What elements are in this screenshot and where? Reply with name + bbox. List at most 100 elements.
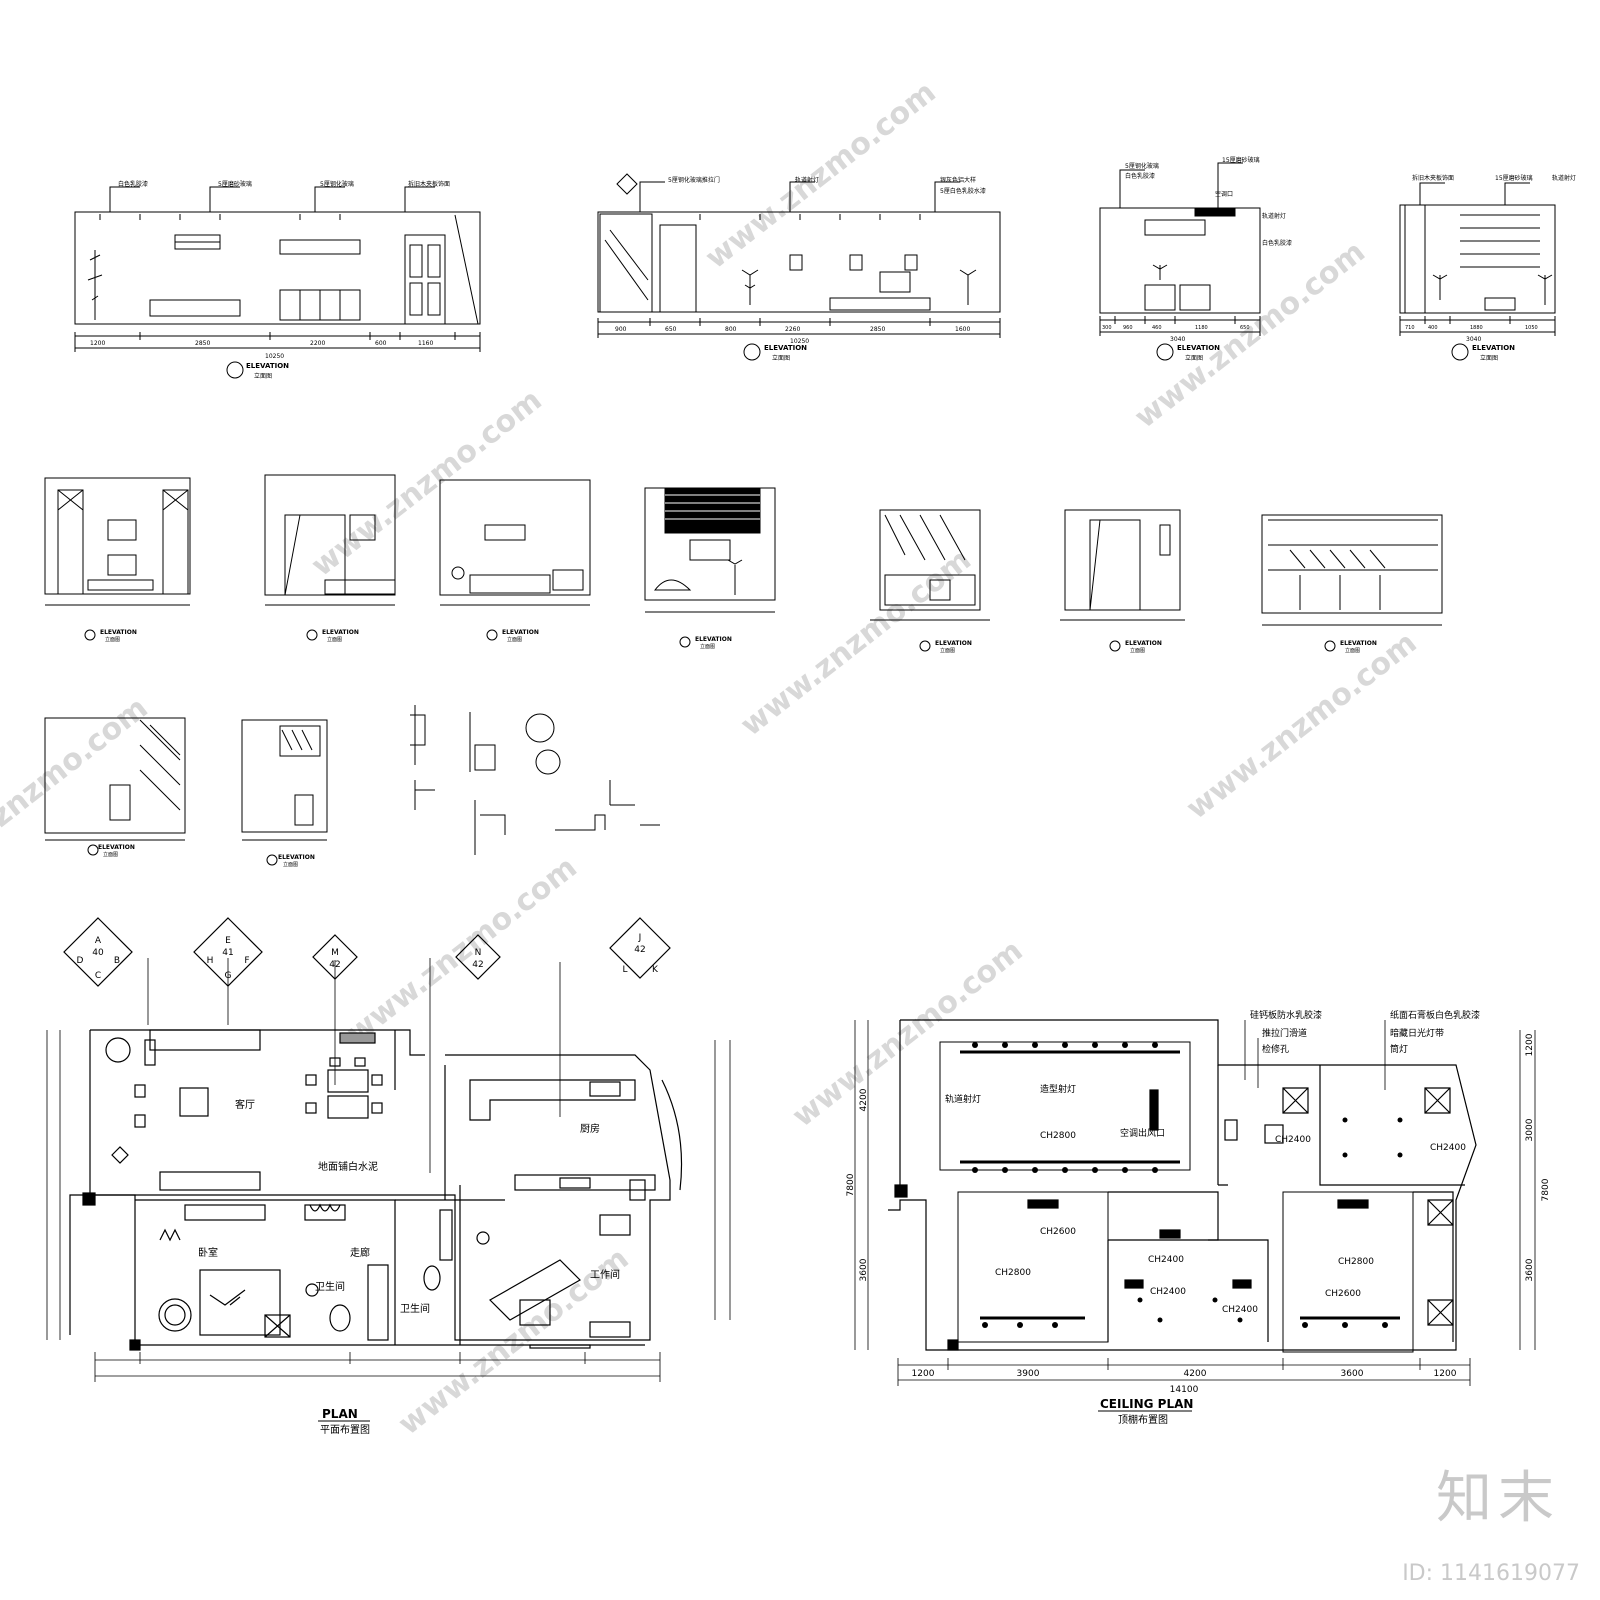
room-label-living: 客厅 xyxy=(235,1098,255,1111)
callout-label: 白色乳胶漆 xyxy=(1125,172,1155,180)
dimension-label: 4200 xyxy=(1184,1369,1207,1379)
room-label-corridor: 走廊 xyxy=(350,1246,370,1259)
dimension-label: 1200 xyxy=(90,340,105,347)
dimension-label: 460 xyxy=(1152,325,1162,331)
callout-label: 5厘钢化玻璃推拉门 xyxy=(668,176,720,184)
elevation-caption: ELEVATION xyxy=(695,636,732,643)
elevation-caption: ELEVATION xyxy=(322,629,359,636)
dimension-label: 960 xyxy=(1123,325,1133,331)
elevation-2 xyxy=(597,173,1001,361)
plan-room-labels: 客厅 地面铺白水泥 厨房 卧室 走廊 卫生间 卫生间 工作间 xyxy=(198,1098,620,1315)
elevation-caption-cn: 立面图 xyxy=(103,851,118,858)
ceiling-downlights xyxy=(972,1042,1403,1328)
elevation-caption: ELEVATION xyxy=(764,344,807,352)
ceiling-room-labels: 轨道射灯 造型射灯 空调出风口 CH2800 CH2400 CH2400 CH2… xyxy=(945,1083,1466,1315)
ceiling-label: 造型射灯 xyxy=(1040,1083,1076,1095)
callout-label: 白色乳胶漆 xyxy=(1262,239,1292,247)
elevation-caption: ELEVATION xyxy=(1177,344,1220,352)
elevation-4 xyxy=(1399,182,1556,361)
elevation-2-labels: 5厘钢化玻璃推拉门 轨道射灯 银灰色铝大样 5厘白色乳胶水漆 900 650 8… xyxy=(615,176,986,362)
ceiling-callout: 检修孔 xyxy=(1262,1043,1289,1055)
kitchen-elevation-captions: ELEVATION 立面图 ELEVATION 立面图 ELEVATION 立面… xyxy=(935,640,1377,654)
callout-label: 银灰色铝大样 xyxy=(940,176,976,184)
elevation-row-2-captions: ELEVATION 立面图 ELEVATION 立面图 ELEVATION 立面… xyxy=(100,629,732,650)
callout-label: 15厘磨砂玻璃 xyxy=(1495,174,1533,182)
dimension-label: 3600 xyxy=(1341,1369,1364,1379)
dimension-label: 2200 xyxy=(310,340,325,347)
image-id: ID: 1141619077 xyxy=(1402,1561,1580,1586)
callout-label: 5厘磨砂玻璃 xyxy=(218,180,252,188)
dimension-label: 400 xyxy=(1428,325,1438,331)
dimension-label: 2850 xyxy=(870,326,885,333)
elevation-caption-cn: 立面图 xyxy=(1130,647,1145,654)
dimension-label: 900 xyxy=(615,326,627,333)
dimension-total: 3040 xyxy=(1466,336,1481,343)
callout-label: 拆旧木夹板饰面 xyxy=(1412,174,1454,182)
ceiling-label: CH2800 xyxy=(995,1268,1031,1278)
watermark-text: www.znzmo.com xyxy=(305,383,549,584)
elevation-1-labels: 白色乳胶漆 5厘磨砂玻璃 5厘钢化玻璃 拆旧木夹板饰面 1200 2850 22… xyxy=(90,180,450,380)
elevation-caption-cn: 立面图 xyxy=(1345,647,1360,654)
ceiling-label: 轨道射灯 xyxy=(945,1093,981,1105)
callout-label: 5厘白色乳胶水漆 xyxy=(940,187,986,195)
index-letter: C xyxy=(95,971,101,981)
elevation-3-labels: 5厘钢化玻璃 白色乳胶漆 15厘磨砂玻璃 轨道射灯 白色乳胶漆 空调口 300 … xyxy=(1102,156,1292,362)
watermark-layer: www.znzmo.com www.znzmo.com www.znzmo.co… xyxy=(0,75,1424,1442)
room-label-study: 工作间 xyxy=(590,1268,620,1281)
room-label-bathroom-2: 卫生间 xyxy=(400,1302,430,1315)
bathroom-elevations-and-details xyxy=(44,705,660,866)
dimension-label: 1200 xyxy=(1434,1369,1457,1379)
dimension-label: 300 xyxy=(1102,325,1112,331)
ceiling-callout: 暗藏日光灯带 xyxy=(1390,1027,1444,1039)
elevation-3 xyxy=(1099,162,1261,361)
room-label-bathroom: 卫生间 xyxy=(315,1280,345,1293)
plan-title-en: PLAN xyxy=(322,1407,358,1421)
callout-label: 轨道射灯 xyxy=(1262,212,1286,220)
ceiling-plan-title: CEILING PLAN 顶棚布置图 xyxy=(1098,1397,1193,1426)
callout-label: 5厘钢化玻璃 xyxy=(320,180,354,188)
elevation-caption-cn: 立面图 xyxy=(1480,354,1498,362)
dimension-label: 3600 xyxy=(859,1258,869,1281)
callout-label: 轨道射灯 xyxy=(795,176,819,184)
watermark-text: www.znzmo.com xyxy=(1180,625,1424,826)
ceiling-label: CH2800 xyxy=(1338,1257,1374,1267)
ceiling-label: CH2600 xyxy=(1325,1289,1361,1299)
index-letter: G xyxy=(225,971,232,981)
dimension-label: 4200 xyxy=(859,1088,869,1111)
index-number: 42 xyxy=(634,945,645,955)
watermark-text: www.znzmo.com xyxy=(0,690,155,891)
ceiling-label: CH2400 xyxy=(1150,1287,1186,1297)
dimension-label: 1180 xyxy=(1195,325,1208,331)
elevation-caption-cn: 立面图 xyxy=(327,636,342,643)
callout-label: 白色乳胶漆 xyxy=(118,180,148,188)
index-letter: F xyxy=(244,956,249,966)
elevation-caption-cn: 立面图 xyxy=(283,861,298,868)
ceiling-label: CH2800 xyxy=(1040,1131,1076,1141)
index-number: 42 xyxy=(472,960,483,970)
watermark-text: www.znzmo.com xyxy=(786,933,1030,1134)
dimension-label: 1160 xyxy=(418,340,433,347)
dimension-label: 3000 xyxy=(1525,1118,1535,1141)
dimension-total: 7800 xyxy=(846,1173,856,1196)
ceiling-dimensions: 1200 3900 4200 3600 1200 14100 4200 3600… xyxy=(846,1033,1551,1395)
dimension-label: 1200 xyxy=(1525,1033,1535,1056)
callout-label: 空调口 xyxy=(1215,190,1233,198)
elevation-caption: ELEVATION xyxy=(1472,344,1515,352)
brand-logo: 知末 xyxy=(1436,1466,1560,1531)
elevation-caption: ELEVATION xyxy=(100,629,137,636)
elevation-caption-cn: 立面图 xyxy=(105,636,120,643)
elevation-4-labels: 拆旧木夹板饰面 15厘磨砂玻璃 轨道射灯 710 400 1880 1050 3… xyxy=(1405,174,1576,362)
ceiling-plan xyxy=(854,1019,1536,1386)
index-letter: H xyxy=(207,956,214,966)
watermark-text: www.znzmo.com xyxy=(699,75,943,276)
dimension-label: 3900 xyxy=(1017,1369,1040,1379)
ceiling-callout: 推拉门滑道 xyxy=(1262,1027,1307,1039)
index-number: 40 xyxy=(92,948,104,958)
dimension-label: 2260 xyxy=(785,326,800,333)
elevation-1 xyxy=(74,186,481,379)
kitchen-elevations xyxy=(870,509,1443,652)
room-label-bedroom: 卧室 xyxy=(198,1246,218,1259)
dimension-total: 14100 xyxy=(1170,1385,1199,1395)
elevation-caption: ELEVATION xyxy=(278,854,315,861)
